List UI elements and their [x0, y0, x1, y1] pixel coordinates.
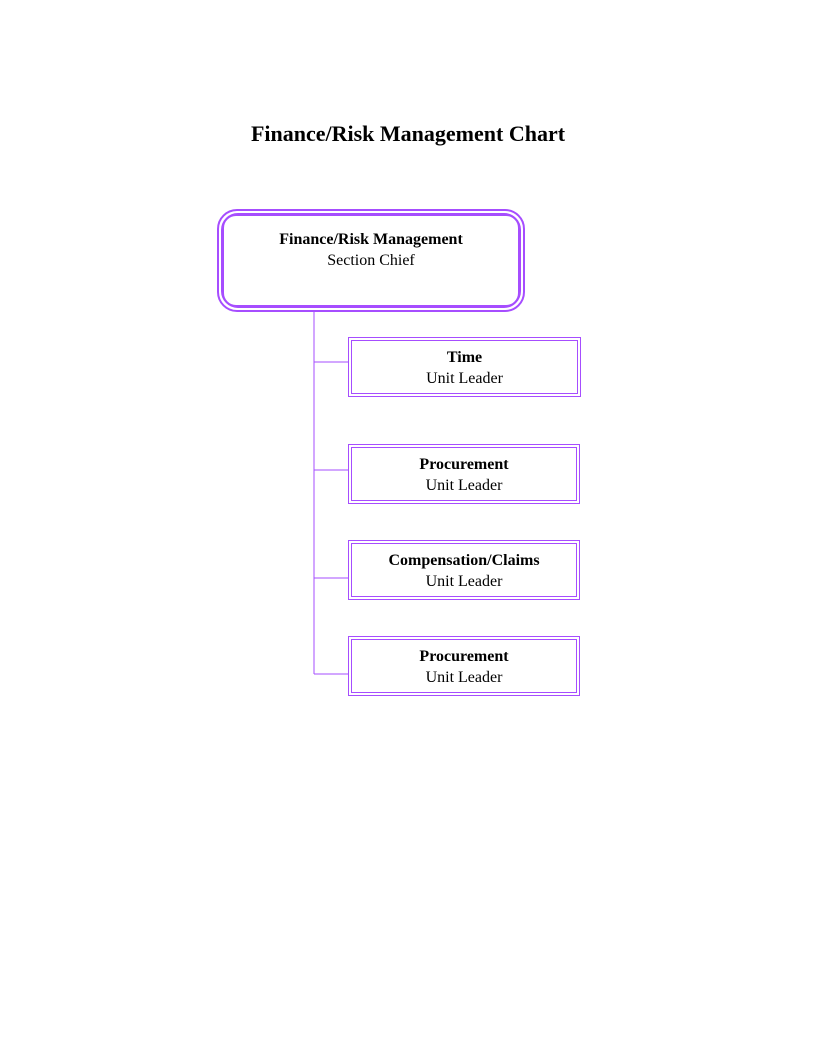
unit-box-compensation-claims: Compensation/Claims Unit Leader [348, 540, 580, 600]
unit-box-inner: Time Unit Leader [351, 340, 578, 394]
unit-name: Compensation/Claims [388, 552, 540, 569]
unit-box-inner: Compensation/Claims Unit Leader [351, 543, 577, 597]
unit-box-procurement: Procurement Unit Leader [348, 444, 580, 504]
section-chief-box: Finance/Risk Management Section Chief [217, 209, 525, 312]
unit-box-procurement-2: Procurement Unit Leader [348, 636, 580, 696]
unit-name: Procurement [419, 456, 509, 473]
unit-box-inner: Procurement Unit Leader [351, 447, 577, 501]
unit-name: Time [446, 349, 483, 366]
unit-name: Procurement [419, 648, 509, 665]
unit-role: Unit Leader [425, 477, 503, 494]
unit-role: Unit Leader [425, 573, 503, 590]
section-chief-role: Section Chief [327, 252, 415, 269]
section-chief-name: Finance/Risk Management [279, 231, 463, 248]
page-title: Finance/Risk Management Chart [250, 121, 566, 146]
unit-box-inner: Procurement Unit Leader [351, 639, 577, 693]
unit-role: Unit Leader [425, 669, 503, 686]
section-chief-box-inner: Finance/Risk Management Section Chief [222, 214, 520, 307]
section-chief-box-mid-outline [221, 213, 521, 308]
unit-box-time: Time Unit Leader [348, 337, 581, 397]
unit-role: Unit Leader [426, 370, 503, 387]
